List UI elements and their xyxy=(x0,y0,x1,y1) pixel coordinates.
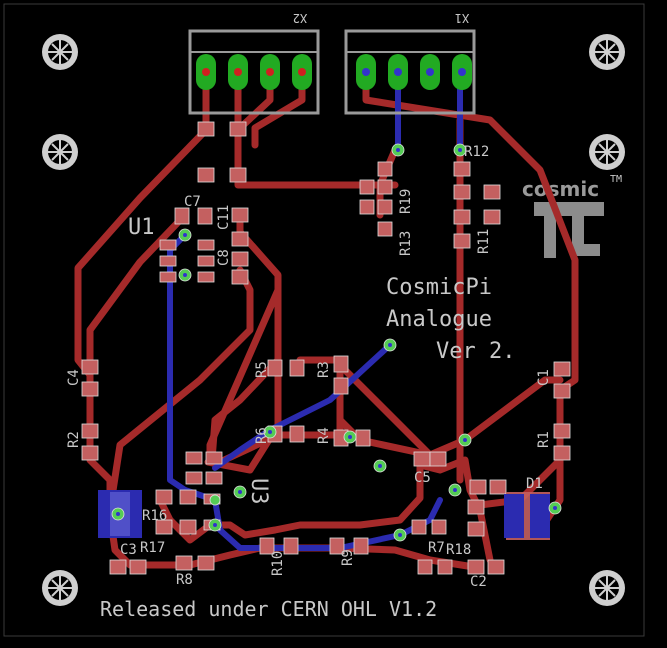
mounting-hole-left-icon xyxy=(42,134,78,170)
board-version: Ver 2. xyxy=(436,339,515,364)
label-r7: R7 xyxy=(428,540,445,556)
label-c5: C5 xyxy=(414,470,431,486)
label-r10: R10 xyxy=(270,551,286,576)
mounting-hole-bottom-right-icon xyxy=(589,570,625,606)
mounting-hole-right-icon xyxy=(589,134,625,170)
label-r1: R1 xyxy=(536,431,552,448)
label-r17: R17 xyxy=(140,540,165,556)
label-r11: R11 xyxy=(476,229,492,254)
mounting-hole-bottom-left-icon xyxy=(42,570,78,606)
label-r8: R8 xyxy=(176,572,193,588)
label-r19: R19 xyxy=(398,189,414,214)
smd-pads xyxy=(81,121,571,575)
label-c2: C2 xyxy=(470,574,487,590)
label-r9: R9 xyxy=(340,549,356,566)
label-r6: R6 xyxy=(254,427,270,444)
board-license: Released under CERN OHL V1.2 xyxy=(100,597,437,621)
connector-x2[interactable]: X2 xyxy=(188,11,320,115)
board-outline xyxy=(3,3,645,637)
mounting-hole-top-right-icon xyxy=(589,34,625,70)
label-u1: U1 xyxy=(128,215,155,240)
logo-trademark: TM xyxy=(610,174,622,185)
label-r18: R18 xyxy=(446,542,471,558)
board-title: CosmicPi xyxy=(386,275,492,300)
label-r3: R3 xyxy=(316,361,332,378)
vias xyxy=(111,143,562,542)
label-c11: C11 xyxy=(216,205,232,230)
label-r13: R13 xyxy=(398,231,414,256)
connector-x1-label: X1 xyxy=(455,11,469,25)
label-c7: C7 xyxy=(184,194,201,210)
label-r5: R5 xyxy=(254,361,270,378)
diode-d1[interactable] xyxy=(504,492,550,540)
logo-text: cosmic xyxy=(522,177,599,201)
label-c1: C1 xyxy=(536,369,552,386)
label-r2: R2 xyxy=(66,431,82,448)
label-r16: R16 xyxy=(142,508,167,524)
label-d1: D1 xyxy=(526,476,543,492)
connector-x2-label: X2 xyxy=(293,11,307,25)
label-c3: C3 xyxy=(120,542,137,558)
top-copper-traces xyxy=(74,76,579,572)
label-r4: R4 xyxy=(316,427,332,444)
mounting-hole-top-left-icon xyxy=(42,34,78,70)
connector-x1[interactable]: X1 xyxy=(344,11,476,115)
label-c8: C8 xyxy=(216,249,232,266)
silkscreen-labels: CosmicPi Analogue Ver 2. Released under … xyxy=(66,144,552,621)
board-subtitle: Analogue xyxy=(386,307,492,332)
label-c4: C4 xyxy=(66,369,82,386)
label-u3: U3 xyxy=(246,478,271,505)
label-r12: R12 xyxy=(464,144,489,160)
